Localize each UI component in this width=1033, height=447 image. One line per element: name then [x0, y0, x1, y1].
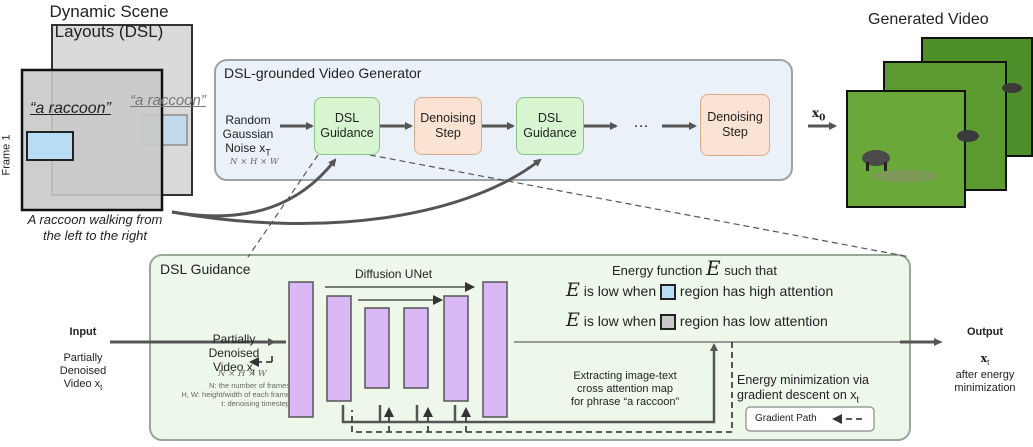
generator-denoising-step-2: Denoising Step — [700, 94, 770, 156]
unet-blocks — [288, 281, 508, 418]
generated-video-title: Generated Video — [868, 11, 989, 28]
layout-caption: A raccoon walking from the left to the r… — [27, 212, 163, 243]
phrase-front: “a raccoon” — [30, 100, 111, 117]
energy-row-low: E is low when region has low attention — [566, 309, 828, 331]
generator-ellipsis: … — [633, 114, 649, 131]
output-label: Output xt after energy minimization — [954, 326, 1016, 395]
zoom-line-right — [369, 154, 911, 258]
curve-to-guidance-2 — [171, 158, 542, 226]
notation-notes: N: the number of frames H, W: height/wid… — [181, 381, 290, 408]
generator-output: x0 — [812, 106, 826, 124]
zoom-line-left — [247, 154, 319, 258]
generator-title: DSL-grounded Video Generator — [224, 65, 422, 81]
phrase-back: “a raccoon” — [130, 92, 206, 109]
guidance-title: DSL Guidance — [160, 261, 251, 277]
extract-label: Extracting image-text cross attention ma… — [570, 370, 680, 408]
high-attention-swatch — [660, 284, 677, 301]
energy-title: Energy function E such that — [612, 256, 777, 280]
noise-dims: N × H × W — [230, 157, 279, 167]
gradient-path-legend — [745, 406, 875, 432]
partial-video-label: Partially Denoised Video xt — [208, 332, 260, 377]
minimize-label: Energy minimization via gradient descent… — [737, 373, 869, 405]
input-label: Input Partially Denoised Video xt — [59, 326, 107, 393]
generator-dsl-guidance-2: DSL Guidance — [516, 97, 584, 155]
gradient-path-label: Gradient Path — [755, 413, 817, 424]
generator-dsl-guidance-1: DSL Guidance — [314, 97, 380, 155]
partial-dims: N × H × W — [218, 369, 267, 379]
generated-video-frames — [846, 37, 1033, 208]
noise-label: Random Gaussian Noise xT — [222, 113, 274, 158]
generator-denoising-step-1: Denoising Step — [414, 97, 482, 155]
frame-label: Frame 1 — [0, 134, 13, 176]
layout-frame-front — [20, 68, 164, 212]
low-attention-swatch — [660, 314, 677, 331]
unet-label: Diffusion UNet — [355, 267, 433, 281]
dsl-title: Dynamic Scene Layouts (DSL) — [49, 2, 169, 41]
energy-row-high: E is low when region has high attention — [566, 279, 834, 301]
